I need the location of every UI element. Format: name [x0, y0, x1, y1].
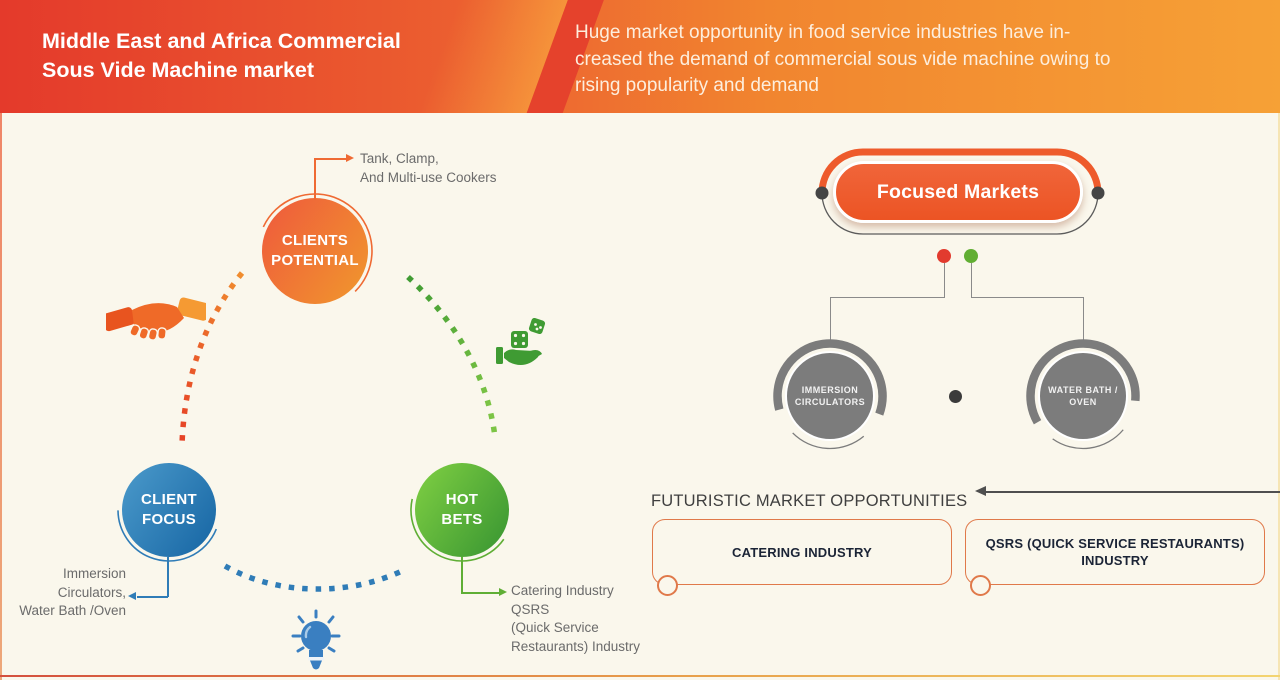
outline-right-dot — [1091, 186, 1105, 200]
content-area: CLIENTS POTENTIAL Tank, Clamp, And Multi… — [0, 113, 1280, 680]
hot-bets-label: HOT BETS — [441, 491, 483, 528]
clients-potential-connector-h — [314, 158, 347, 160]
dice-hand-icon — [496, 318, 546, 366]
water-bath-oven-ring — [1026, 339, 1140, 453]
frame-bottom-line — [0, 674, 1280, 677]
client-focus-arrowhead — [128, 592, 136, 600]
center-dark-dot — [949, 390, 962, 403]
dotted-arc-green — [406, 274, 498, 438]
qsrs-industry-label: QSRS (QUICK SERVICE RESTAURANTS) INDUSTR… — [985, 536, 1245, 568]
hot-bets-ring-arc — [410, 458, 514, 562]
futuristic-arrowhead — [975, 486, 986, 496]
water-bath-oven-label: WATER BATH / OVEN — [1048, 385, 1118, 407]
connector-green-h — [971, 297, 1083, 299]
immersion-circulators-circle: IMMERSION CIRCULATORS — [785, 351, 875, 441]
client-focus-connector-h — [137, 596, 168, 598]
lightbulb-icon — [291, 609, 341, 670]
client-focus-bubble: CLIENT FOCUS — [122, 463, 216, 557]
clients-potential-arrowhead — [346, 154, 354, 162]
red-dot — [937, 249, 951, 263]
client-focus-label: CLIENT FOCUS — [141, 491, 197, 528]
clients-potential-bubble: CLIENTS POTENTIAL — [262, 198, 368, 304]
hot-bets-note: Catering Industry QSRS (Quick Service Re… — [511, 583, 641, 654]
hot-bets-bubble: HOT BETS — [415, 463, 509, 557]
connector-red-v2 — [830, 297, 832, 343]
page-title: Middle East and Africa Commercial Sous V… — [42, 29, 401, 82]
futuristic-heading: FUTURISTIC MARKET OPPORTUNITIES — [651, 492, 968, 510]
immersion-circulators-label: IMMERSION CIRCULATORS — [794, 385, 866, 407]
focused-markets-title: Focused Markets — [876, 180, 1040, 203]
opportunity-box-qsrs: QSRS (QUICK SERVICE RESTAURANTS) INDUSTR… — [965, 519, 1265, 596]
opportunity-box-ring — [970, 575, 991, 596]
clients-potential-connector-v — [314, 158, 316, 200]
page-subtitle: Huge market opportunity in food service … — [575, 22, 1111, 96]
focused-markets-outline — [815, 148, 1105, 235]
hot-bets-connector-h — [461, 592, 501, 594]
green-dot — [964, 249, 978, 263]
dotted-arc-blue — [223, 563, 406, 592]
opportunity-box-catering: CATERING INDUSTRY — [652, 519, 952, 596]
frame-right-edge — [1278, 113, 1280, 680]
client-focus-ring-arc — [117, 458, 221, 562]
clients-potential-ring-arc — [257, 193, 373, 309]
water-bath-oven-circle: WATER BATH / OVEN — [1038, 351, 1128, 441]
clients-potential-label: CLIENTS POTENTIAL — [271, 232, 359, 269]
handshake-icon — [106, 297, 206, 341]
client-focus-connector-v — [167, 557, 169, 597]
client-focus-note: Immersion Circulators, Water Bath /Oven — [19, 566, 126, 618]
hot-bets-arrowhead — [499, 588, 507, 596]
clients-potential-note: Tank, Clamp, And Multi-use Cookers — [360, 151, 497, 185]
dotted-arc-orange — [179, 271, 245, 446]
catering-industry-label: CATERING INDUSTRY — [732, 544, 872, 560]
frame-left-edge — [0, 113, 2, 680]
connector-red-v1 — [944, 263, 946, 298]
header-banner: Middle East and Africa Commercial Sous V… — [0, 0, 1280, 113]
outline-left-dot — [815, 186, 829, 200]
futuristic-arrow-line — [985, 491, 1280, 493]
connector-red-h — [830, 297, 944, 299]
focused-markets-pill: Focused Markets — [833, 161, 1083, 223]
immersion-circulators-ring — [773, 339, 887, 453]
connector-green-v1 — [971, 263, 973, 298]
hot-bets-connector-v — [461, 557, 463, 593]
opportunity-box-ring — [657, 575, 678, 596]
connector-green-v2 — [1083, 297, 1085, 343]
